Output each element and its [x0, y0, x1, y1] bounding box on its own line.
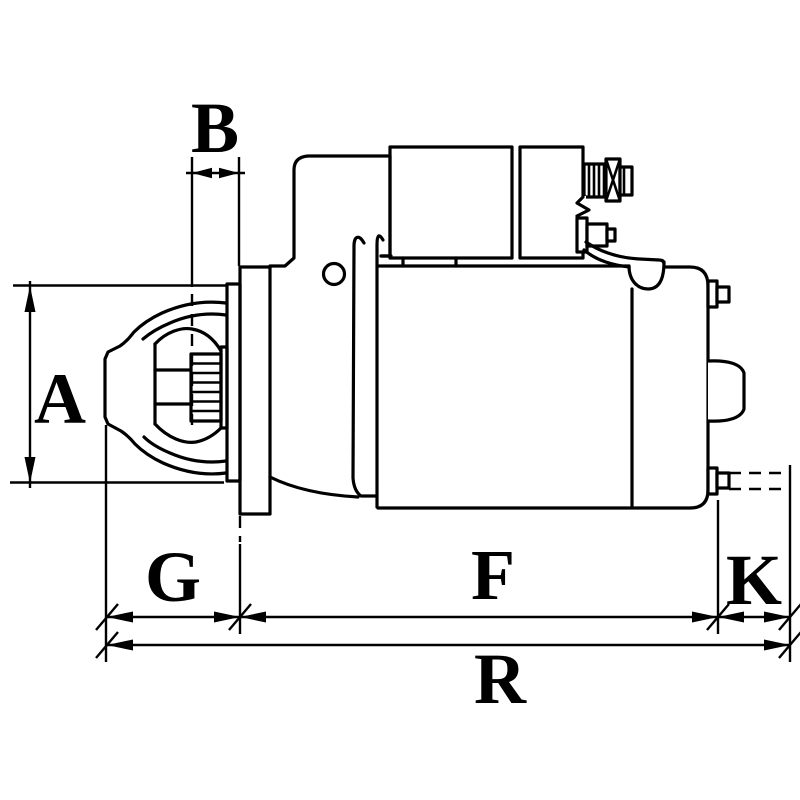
- dim-label-K: K: [726, 540, 782, 620]
- drive-end-housing: [103, 300, 228, 476]
- flange-plate: [238, 265, 272, 516]
- battery-terminal: [575, 216, 617, 254]
- terminal-stud: [582, 157, 634, 203]
- solenoid: [388, 145, 666, 291]
- extension-lines: [104, 425, 792, 662]
- terminal-boot: [627, 260, 666, 291]
- dimension-ticks: [95, 603, 800, 631]
- pinion-gear: [189, 345, 229, 430]
- bracket-yoke-seam: [351, 235, 379, 498]
- dim-label-R: R: [474, 639, 527, 719]
- dim-label-A: A: [34, 359, 86, 439]
- solenoid-body: [388, 145, 514, 260]
- yoke-body: [375, 234, 710, 510]
- pilot-boss: [225, 282, 242, 483]
- drive-shaft: [153, 368, 193, 406]
- rear-end-cap: [706, 279, 789, 496]
- dimension-R: R: [95, 631, 800, 719]
- rear-bump: [707, 359, 746, 423]
- dim-label-F: F: [471, 535, 515, 615]
- dimension-G-F-K: G F K: [95, 535, 800, 631]
- dim-label-G: G: [145, 537, 201, 617]
- dimension-B: B: [186, 88, 245, 425]
- bracket-hole: [321, 261, 347, 287]
- mounting-flange: [225, 265, 272, 516]
- dimension-ticks: [95, 631, 800, 659]
- solenoid-cap: [518, 145, 585, 260]
- front-bracket: [268, 154, 392, 499]
- rear-bolt-top: [706, 279, 731, 309]
- dim-label-B: B: [191, 88, 239, 168]
- rear-bolt-bottom: [706, 466, 731, 496]
- dimension-A: A: [10, 281, 226, 488]
